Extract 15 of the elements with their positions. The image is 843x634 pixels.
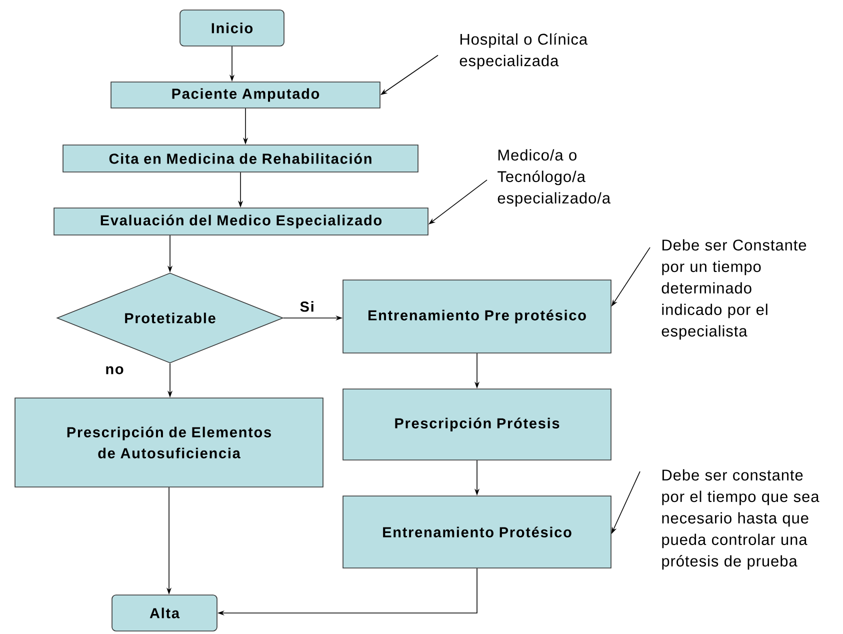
terminal-box: Alta [112,594,218,632]
process-box: Evaluación del Medico Especializado [54,208,428,236]
annotation-text: Debe ser constante por el tiempo que sea necesario hasta que pueda controlar una prótesis de prueba [662,469,820,570]
process-box: Entrenamiento Pre protésico [342,280,612,354]
edge-label: no [104,365,125,376]
terminal-box: Inicio [180,10,284,46]
annotation-text: Hospital o Clínica especializada [460,33,588,70]
process-box: Prescripción de Elementos de Autosuficiencia [14,398,324,488]
annotation-text: Debe ser Constante por un tiempo determinado indicado por el especialista [662,239,806,340]
edge-label: Si [298,300,316,313]
process-box: Entrenamiento Protésico [342,496,612,568]
annotation-text: Medico/a o Tecnólogo/a especializado/a [498,149,611,207]
process-box: Prescripción Prótesis [342,388,612,460]
process-box: Paciente Amputado [110,82,380,108]
process-box: Cita en Medicina de Rehabilitación [62,144,418,172]
